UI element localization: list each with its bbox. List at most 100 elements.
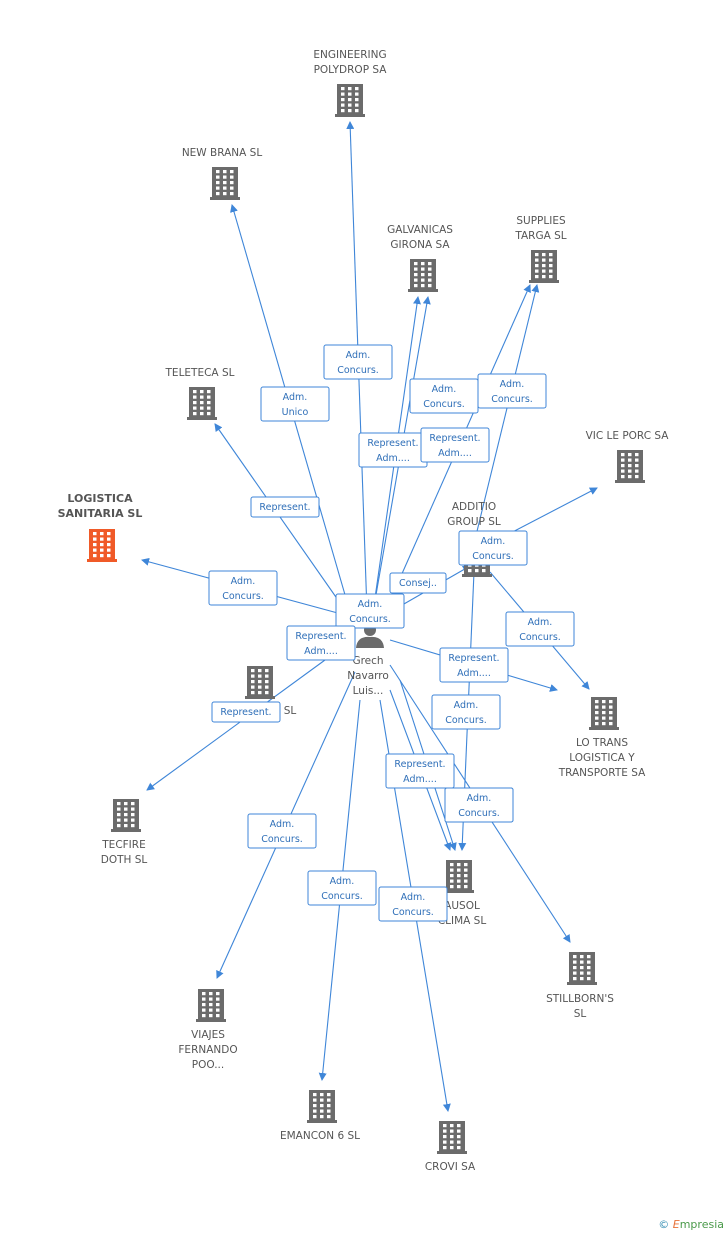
relation-label-supplies[interactable]: Represent.Adm.... [420, 427, 490, 463]
building-window [193, 390, 197, 394]
company-label: SL [284, 705, 297, 717]
building-window [542, 275, 546, 279]
building-icon[interactable] [335, 84, 365, 117]
brand-initial: E [672, 1218, 680, 1231]
building-icon[interactable] [615, 450, 645, 483]
relation-text: Concurs. [519, 632, 561, 643]
building-window [457, 1146, 461, 1150]
company-node-sl[interactable]: SL [245, 666, 296, 717]
relation-label-lotrans[interactable]: Adm.Concurs. [505, 611, 575, 647]
relation-label-lotrans[interactable]: Represent.Adm.... [439, 647, 509, 683]
company-label: NEW BRANA SL [182, 147, 263, 159]
building-window [414, 278, 418, 282]
building-window [468, 569, 472, 573]
relation-label-stillborns[interactable]: Adm.Concurs. [444, 787, 514, 823]
relation-label-viajes[interactable]: Adm.Concurs. [247, 813, 317, 849]
building-icon[interactable] [408, 259, 438, 292]
relation-label-newbrana[interactable]: Adm.Unico [260, 386, 330, 422]
building-icon[interactable] [444, 860, 474, 893]
relation-label-ausol[interactable]: Represent.Adm.... [385, 753, 455, 789]
relation-label-galvanicas[interactable]: Represent.Adm.... [358, 432, 428, 468]
building-window [428, 262, 432, 266]
company-label: GALVANICAS [387, 224, 453, 236]
relation-label-engineering[interactable]: Adm.Concurs. [323, 344, 393, 380]
company-node-vicle[interactable]: VIC LE PORC SA [586, 430, 670, 483]
company-node-emancon[interactable]: EMANCON 6 SL [280, 1090, 360, 1142]
building-icon[interactable] [87, 529, 117, 562]
building-window [265, 691, 269, 695]
building-base [408, 289, 438, 292]
building-window [131, 818, 135, 822]
building-window [414, 284, 418, 288]
building-icon[interactable] [111, 799, 141, 832]
relation-label-vicle[interactable]: Adm.Concurs. [458, 530, 528, 566]
building-base [437, 1151, 467, 1154]
building-window [573, 966, 577, 970]
relation-label-logistica[interactable]: Adm.Concurs. [208, 570, 278, 606]
building-window [535, 269, 539, 273]
building-window [628, 458, 632, 462]
company-label: AUSOL [444, 900, 480, 912]
relation-label-supplies[interactable]: Adm.Concurs. [477, 373, 547, 409]
relation-text: Adm. [283, 392, 308, 403]
relation-label-crovi[interactable]: Adm.Concurs. [378, 886, 448, 922]
building-window [207, 401, 211, 405]
relation-label-galvanicas[interactable]: Adm.Concurs. [409, 378, 479, 414]
building-window [450, 879, 454, 883]
relation-label-tecfire[interactable]: Represent. [211, 701, 281, 723]
edge-to-supplies [469, 284, 540, 561]
building-window [609, 711, 613, 715]
building-icon[interactable] [437, 1121, 467, 1154]
building-window [202, 997, 206, 1001]
relation-text: Adm.... [438, 448, 472, 459]
company-label: VIAJES [191, 1029, 225, 1041]
relation-text: Adm. [330, 876, 355, 887]
building-icon[interactable] [529, 250, 559, 283]
building-icon[interactable] [567, 952, 597, 985]
building-icon[interactable] [196, 989, 226, 1022]
building-icon[interactable] [589, 697, 619, 730]
building-window [216, 192, 220, 196]
building-base [87, 559, 117, 562]
building-window [535, 258, 539, 262]
company-node-viajes[interactable]: VIAJESFERNANDOPOO... [178, 989, 238, 1071]
building-window [209, 1014, 213, 1018]
building-window [635, 469, 639, 473]
relation-box [378, 886, 448, 922]
relation-label-ausol[interactable]: Adm.Concurs. [431, 694, 501, 730]
building-window [609, 700, 613, 704]
company-node-newbrana[interactable]: NEW BRANA SL [182, 147, 263, 200]
company-node-stillborns[interactable]: STILLBORN'SSL [546, 952, 614, 1020]
relation-label-teleteca[interactable]: Represent. [250, 496, 320, 518]
relation-text: Represent. [448, 653, 499, 664]
relation-text: Adm.... [304, 646, 338, 657]
building-icon[interactable] [210, 167, 240, 200]
relation-label-sl[interactable]: Represent.Adm.... [286, 625, 356, 661]
relation-text: Concurs. [222, 591, 264, 602]
company-label: DOTH SL [101, 854, 148, 866]
building-window [327, 1093, 331, 1097]
building-window [595, 700, 599, 704]
building-window [457, 1129, 461, 1133]
relation-label-additio[interactable]: Adm.Concurs. [335, 593, 405, 629]
building-icon[interactable] [307, 1090, 337, 1123]
company-label: FERNANDO [178, 1044, 237, 1056]
building-icon[interactable] [245, 666, 275, 699]
building-icon[interactable] [187, 387, 217, 420]
relation-label-emancon[interactable]: Adm.Concurs. [307, 870, 377, 906]
relation-label-additio[interactable]: Consej.. [389, 572, 447, 594]
company-node-teleteca[interactable]: TELETECA SL [165, 367, 235, 420]
company-node-crovi[interactable]: CROVI SA [425, 1121, 476, 1173]
building-window [443, 1135, 447, 1139]
building-window [207, 395, 211, 399]
building-window [355, 109, 359, 113]
building-window [93, 554, 97, 558]
